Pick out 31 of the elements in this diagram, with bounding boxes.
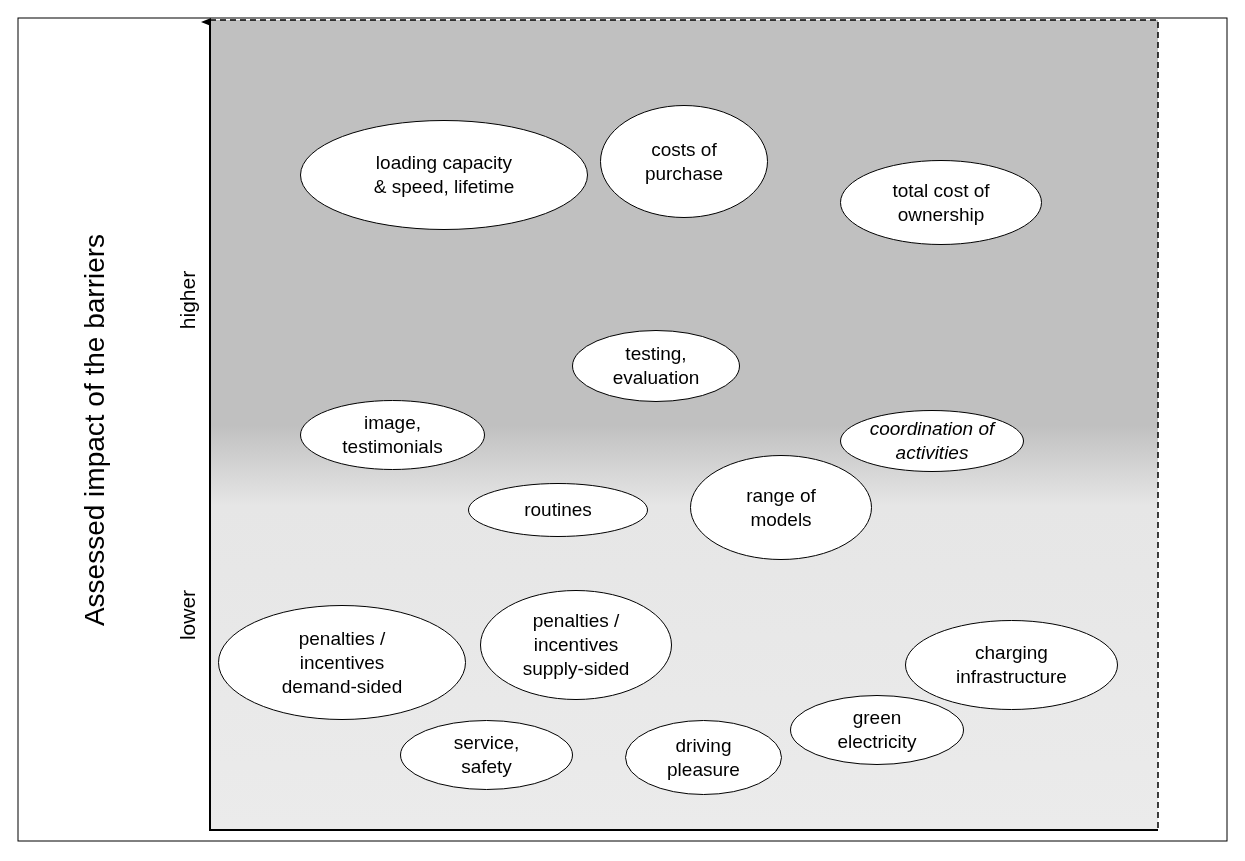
barrier-label: costs of purchase: [643, 137, 725, 186]
barrier-ellipse: [840, 410, 1024, 472]
barrier-ellipse: [600, 105, 768, 218]
barrier-ellipse: [468, 483, 648, 537]
barrier-label: driving pleasure: [666, 733, 741, 782]
barrier-ellipse: [840, 160, 1042, 245]
barrier-label: coordination of activities: [868, 417, 997, 465]
barrier-ellipse: [218, 605, 466, 720]
barrier-ellipse: [480, 590, 672, 700]
barrier-label: testing, evaluation: [611, 342, 701, 390]
barrier-label: image, testimonials: [341, 411, 444, 459]
axis-tick-label: lower: [176, 589, 201, 641]
barrier-label: loading capacity & speed, lifetime: [372, 151, 516, 199]
barrier-label: penalties / incentives demand-sided: [280, 626, 404, 699]
barrier-ellipse: [690, 455, 872, 560]
barrier-label: penalties / incentives supply-sided: [521, 609, 631, 681]
axis-title: Assessed impact of the barriers: [79, 233, 112, 627]
barrier-label: routines: [523, 498, 593, 522]
barrier-ellipse: [625, 720, 782, 795]
barrier-ellipse: [572, 330, 740, 402]
barrier-label: service, safety: [452, 731, 521, 779]
barrier-label: range of models: [745, 483, 817, 532]
barrier-label: total cost of ownership: [891, 178, 991, 227]
barrier-label: charging infrastructure: [955, 641, 1068, 689]
barrier-ellipse: [300, 400, 485, 470]
barrier-ellipse: [400, 720, 573, 790]
barrier-ellipse: [300, 120, 588, 230]
barrier-ellipse: [905, 620, 1118, 710]
barrier-label: green electricity: [836, 706, 918, 754]
axis-tick-label: higher: [176, 270, 201, 330]
barrier-ellipse: [790, 695, 964, 765]
